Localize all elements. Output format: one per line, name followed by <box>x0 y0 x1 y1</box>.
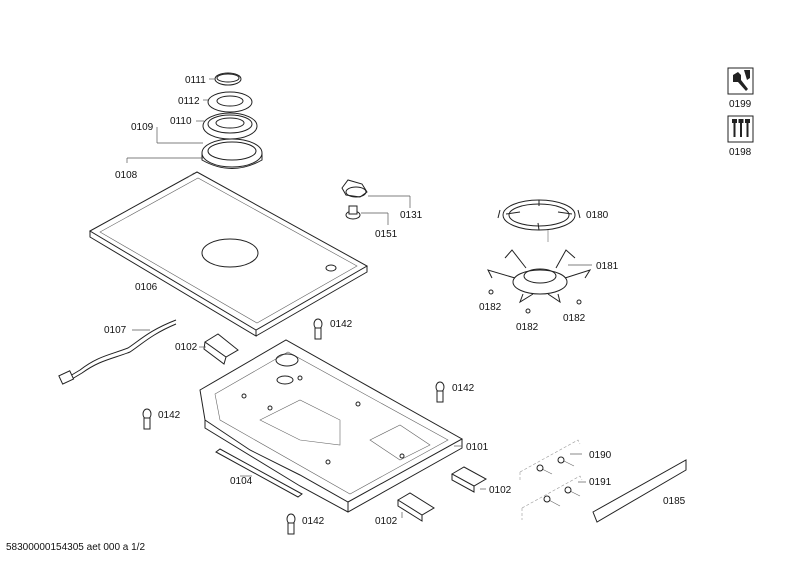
label-0198: 0198 <box>729 147 752 158</box>
seal-strip <box>215 448 303 498</box>
label-0182-center: 0182 <box>516 322 539 333</box>
bracket-right <box>450 466 488 493</box>
label-0104: 0104 <box>230 476 253 487</box>
label-0106: 0106 <box>135 282 158 293</box>
label-0199: 0199 <box>729 99 752 110</box>
wrench-icon <box>727 67 754 95</box>
burner-head <box>202 112 258 140</box>
screws-icon <box>727 115 754 143</box>
label-0142-bottom: 0142 <box>302 516 325 527</box>
label-0101: 0101 <box>466 442 489 453</box>
label-0102-bottom: 0102 <box>375 516 398 527</box>
label-0102-right: 0102 <box>489 485 512 496</box>
label-0109: 0109 <box>131 122 154 133</box>
label-0110: 0110 <box>170 116 192 127</box>
label-0185: 0185 <box>663 496 686 507</box>
label-0151: 0151 <box>375 229 398 240</box>
bracket-upper <box>203 333 239 365</box>
label-0191: 0191 <box>589 477 612 488</box>
screw-a <box>313 318 323 340</box>
cover-plate <box>88 171 369 337</box>
connection-cable <box>58 319 177 385</box>
label-0142-left: 0142 <box>158 410 181 421</box>
label-0112: 0112 <box>178 96 200 107</box>
label-0107: 0107 <box>104 325 127 336</box>
screw-d <box>286 513 296 535</box>
housing-tray <box>199 339 464 513</box>
label-0142-top: 0142 <box>330 319 353 330</box>
label-0108: 0108 <box>115 170 138 181</box>
knob-spindle <box>345 205 361 220</box>
label-0131: 0131 <box>400 210 423 221</box>
label-0190: 0190 <box>589 450 612 461</box>
label-0182-right: 0182 <box>563 313 586 324</box>
label-0180: 0180 <box>586 210 609 221</box>
screw-b <box>435 381 445 403</box>
screw-set <box>519 439 583 520</box>
screw-c <box>142 408 152 430</box>
burner-ring <box>207 91 253 113</box>
pan-support-wok <box>487 249 592 304</box>
rubber-feet <box>488 289 582 314</box>
label-0182-left: 0182 <box>479 302 502 313</box>
label-0181: 0181 <box>596 261 619 272</box>
trim-strip <box>592 459 687 523</box>
document-footer: 58300000154305 aet 000 a 1/2 <box>6 542 146 553</box>
control-knob <box>341 179 368 198</box>
bracket-bottom <box>397 492 435 522</box>
label-0142-right: 0142 <box>452 383 475 394</box>
label-0111: 0111 <box>185 75 206 86</box>
label-0102-upper: 0102 <box>175 342 198 353</box>
pan-support-ring <box>497 199 581 231</box>
burner-base <box>201 138 263 169</box>
burner-cap <box>214 72 242 86</box>
